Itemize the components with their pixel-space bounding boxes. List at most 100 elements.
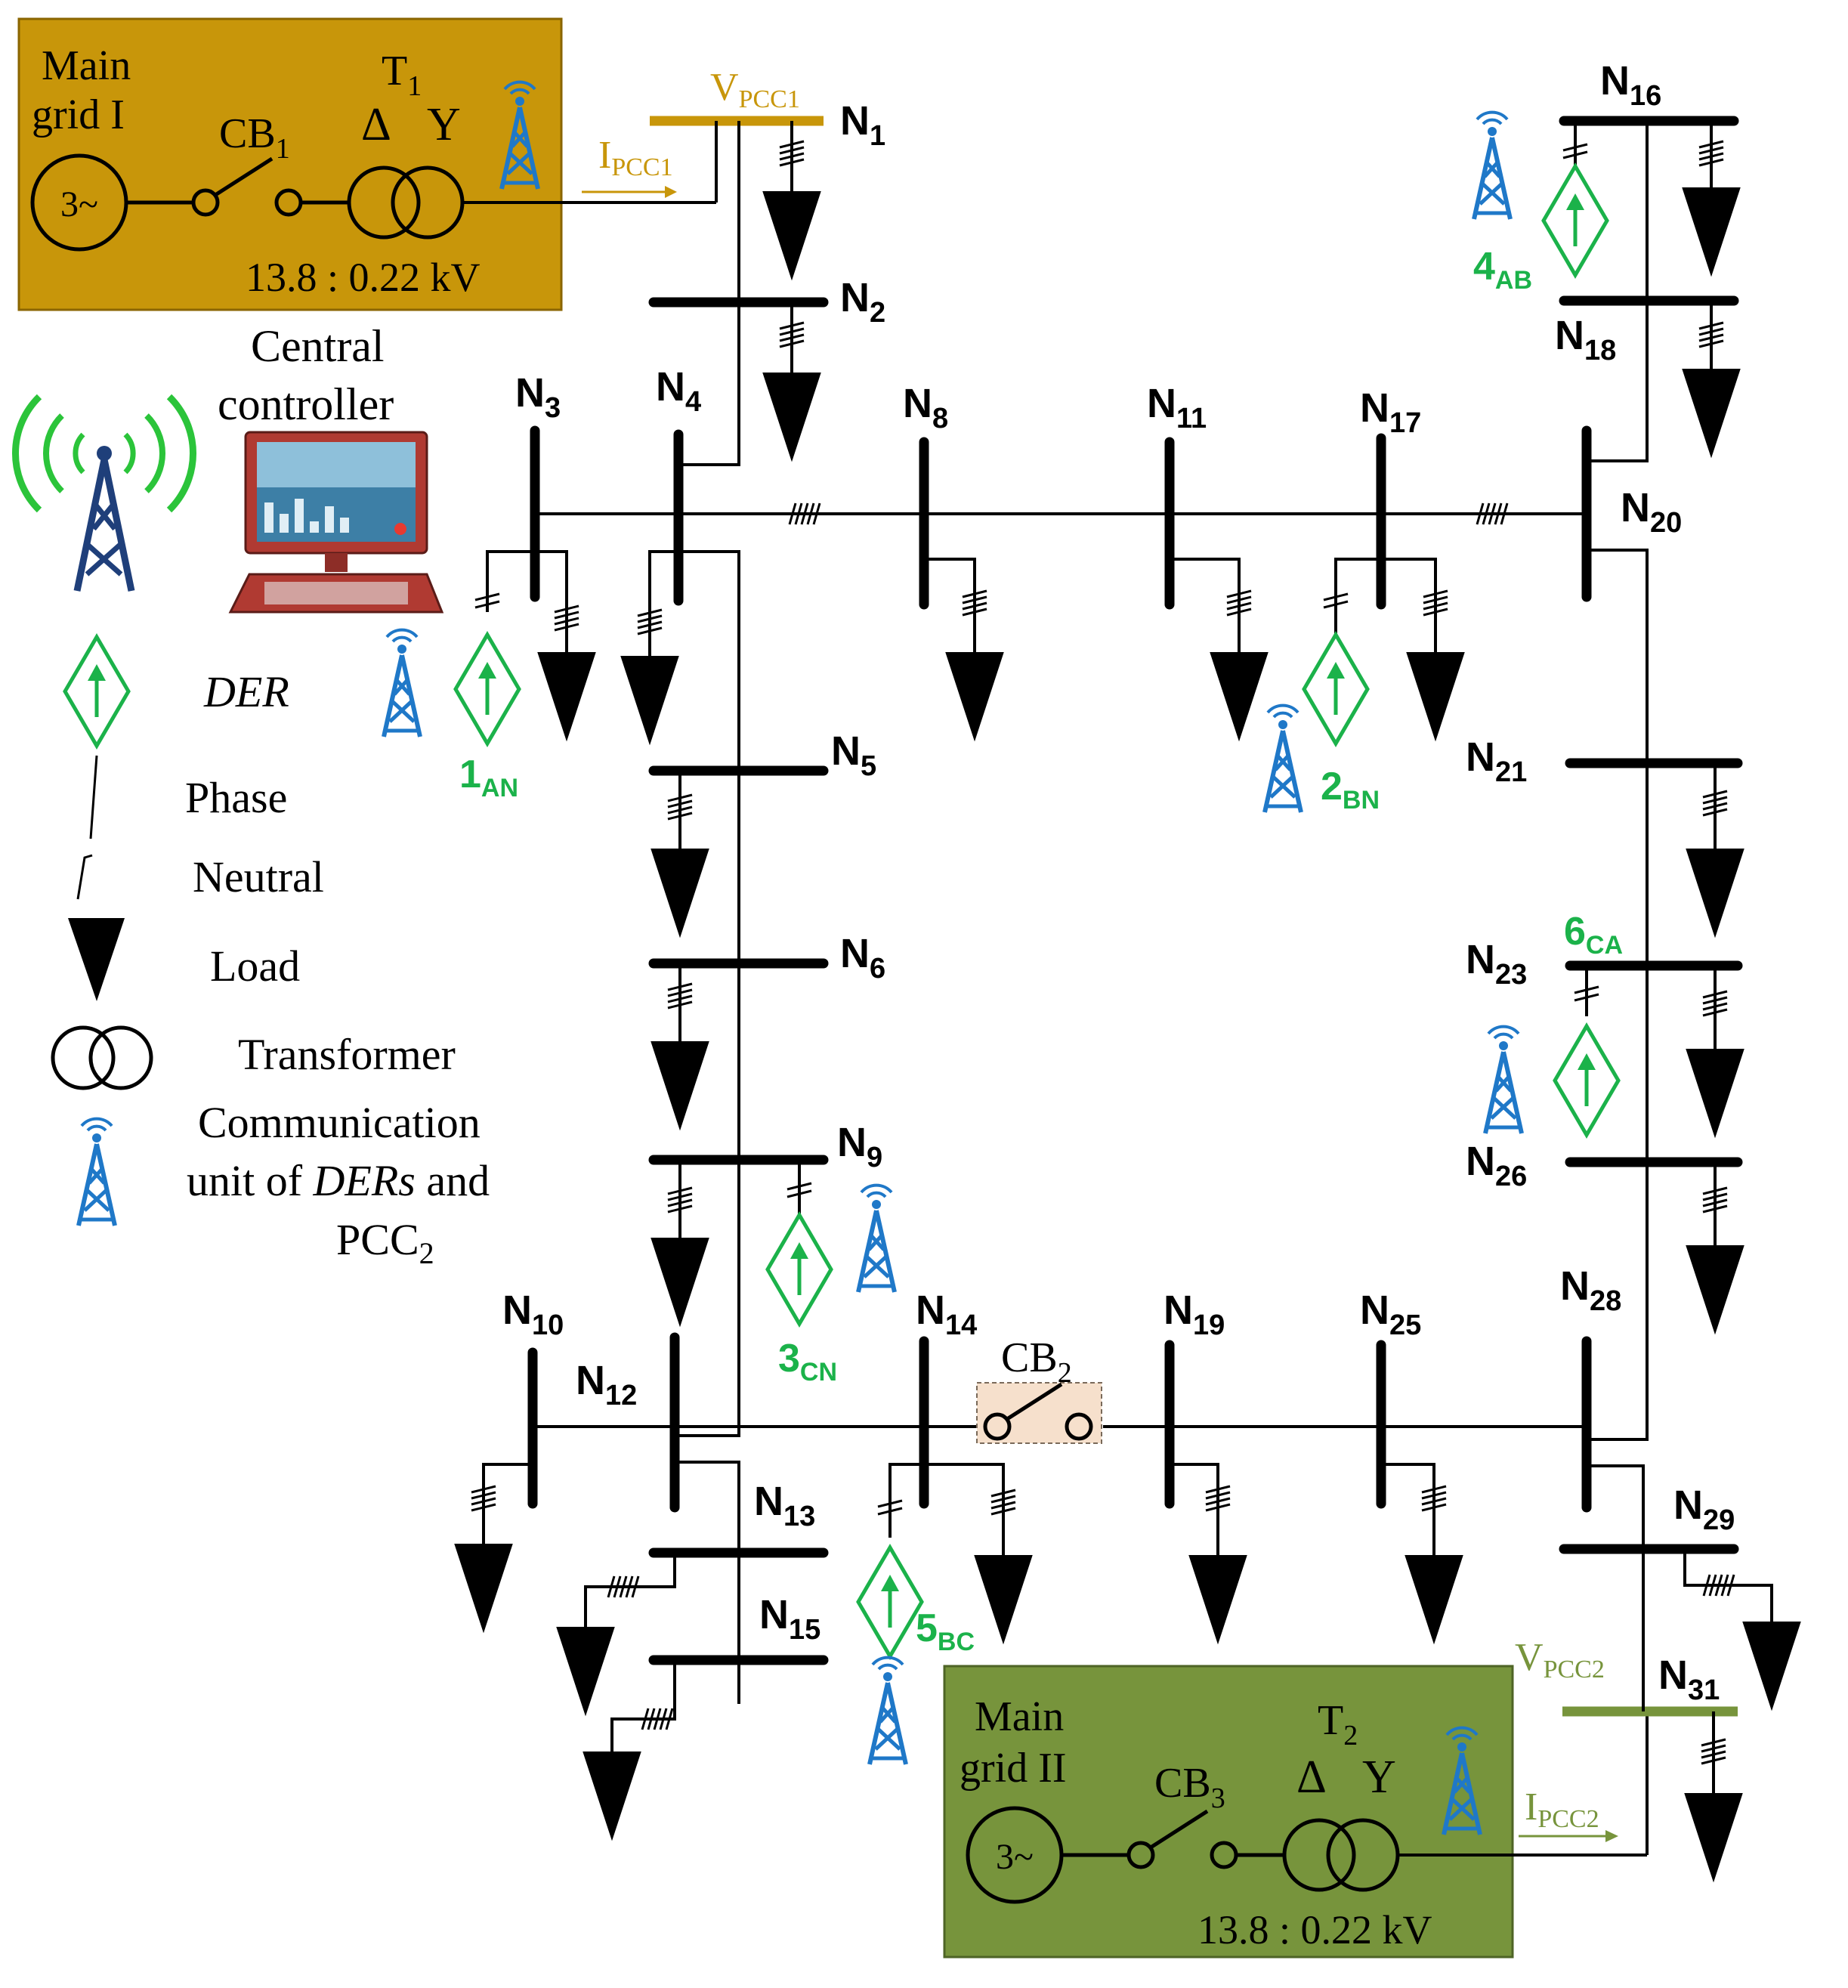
loads <box>455 121 1800 1879</box>
node-label-n20: N20 <box>1621 485 1682 539</box>
node-label-n5: N5 <box>831 728 876 782</box>
node-label-n25: N25 <box>1360 1288 1421 1341</box>
der-1-icon <box>456 635 519 744</box>
der-1: 1AN <box>384 630 519 802</box>
load-n2-icon <box>763 373 820 459</box>
central-controller-computer-icon <box>228 431 444 614</box>
node-label-n8: N8 <box>903 381 948 434</box>
der-5-comm-tower-icon <box>870 1658 906 1764</box>
node-labels: N1 N2 N3 N4 N5 N6 N8 N9 N10 N11 N12 N13 … <box>502 58 1735 1706</box>
main-grid-2-title-line2: grid II <box>960 1745 1067 1792</box>
vpcc1-label: VPCC1 <box>710 66 800 113</box>
legend-load-icon <box>68 918 125 1001</box>
legend: DER Phase Neutral Load Transformer Commu… <box>51 637 490 1270</box>
load-n14-icon <box>975 1555 1032 1641</box>
load-n8-icon <box>946 652 1003 738</box>
load-n19-icon <box>1189 1555 1247 1641</box>
network-lines <box>535 121 1649 1711</box>
load-n13-icon <box>557 1627 614 1713</box>
cb3-switch-icon <box>1149 1809 1209 1850</box>
der-4-icon <box>1544 166 1607 275</box>
node-label-n14: N14 <box>916 1288 977 1341</box>
der-5-icon <box>858 1547 922 1656</box>
legend-comm-label-line3: PCC2 <box>336 1215 434 1270</box>
der-4-comm-tower-icon <box>1474 113 1510 219</box>
node-label-n10: N10 <box>502 1288 564 1341</box>
cb2-contact-left <box>983 1412 1012 1441</box>
der-2: 2BN <box>1265 635 1380 815</box>
transformer-2-label: T2 <box>1318 1697 1358 1751</box>
load-n11-icon <box>1210 652 1268 738</box>
load-n1-icon <box>763 191 820 277</box>
legend-neutral-label: Neutral <box>193 852 324 901</box>
der-3-comm-tower-icon <box>858 1186 895 1292</box>
node-label-n9: N9 <box>837 1120 882 1173</box>
cb2-breaker[interactable]: CB2 <box>976 1334 1102 1444</box>
node-label-n1: N1 <box>840 98 885 152</box>
legend-comm-label-line1: Communication <box>198 1098 481 1147</box>
load-n21-icon <box>1686 849 1744 935</box>
der-1-label: 1AN <box>459 753 518 802</box>
der-4-label: 4AB <box>1473 245 1532 295</box>
node-label-n31: N31 <box>1658 1653 1720 1706</box>
load-n3-icon <box>538 652 595 738</box>
node-label-n16: N16 <box>1600 58 1661 112</box>
node-label-n19: N19 <box>1163 1288 1225 1341</box>
node-label-n11: N11 <box>1147 381 1207 434</box>
load-n5-icon <box>651 849 709 935</box>
load-n18-icon <box>1683 369 1740 455</box>
node-label-n6: N6 <box>840 931 885 985</box>
cb2-contact-right <box>1065 1412 1093 1441</box>
main-grid-1: Main grid I 3~ CB1 T1 Δ Y 13.8 : 0.22 kV <box>17 17 716 311</box>
cb1-switch-icon <box>214 156 273 197</box>
der-6-icon <box>1555 1026 1618 1135</box>
node-label-n21: N21 <box>1466 734 1527 788</box>
central-controller-tower-icon <box>11 394 197 592</box>
ipcc1-label: IPCC1 <box>598 134 673 181</box>
vpcc2-label: VPCC2 <box>1515 1636 1605 1683</box>
main-grid-1-rating: 13.8 : 0.22 kV <box>246 255 481 300</box>
der-6-comm-tower-icon <box>1485 1027 1522 1133</box>
der-3: 3CN <box>768 1186 895 1387</box>
der-5: 5BC <box>858 1547 975 1764</box>
load-n16-icon <box>1683 187 1740 274</box>
node-label-n3: N3 <box>515 370 561 424</box>
node-label-n2: N2 <box>840 275 885 329</box>
cb2-switch-icon <box>1006 1382 1063 1421</box>
legend-der-label: DER <box>203 667 289 716</box>
load-n29-icon <box>1743 1622 1800 1708</box>
main-grid-1-title-line1: Main <box>42 42 131 89</box>
transformer-1-wye: Y <box>427 99 461 150</box>
cb2-label: CB2 <box>1001 1334 1072 1389</box>
generator-2-label: 3~ <box>996 1837 1034 1877</box>
main-grid-2: Main grid II 3~ CB3 T2 Δ Y 13.8 : 0.22 k… <box>943 1665 1514 1959</box>
cb1-label: CB1 <box>219 110 290 165</box>
der-3-icon <box>768 1215 831 1324</box>
der-2-icon <box>1304 635 1367 744</box>
generator-1-label: 3~ <box>60 184 98 224</box>
der-4: 4AB <box>1473 113 1607 295</box>
der-6: 6CA <box>1485 910 1623 1135</box>
legend-comm-label-line2: unit of DERs and <box>187 1156 490 1205</box>
legend-neutral-icon <box>76 854 93 900</box>
node-label-n13: N13 <box>754 1479 815 1532</box>
node-label-n17: N17 <box>1360 385 1421 439</box>
cb3-label: CB3 <box>1154 1760 1225 1814</box>
node-label-n28: N28 <box>1560 1263 1621 1317</box>
legend-phase-icon <box>89 755 98 839</box>
node-label-n23: N23 <box>1466 937 1527 991</box>
load-n17-icon <box>1407 652 1464 738</box>
central-controller-label-line1: Central <box>251 321 385 371</box>
der-1-comm-tower-icon <box>384 630 420 737</box>
main-grid-2-box <box>943 1665 1514 1959</box>
cb1-contact-left <box>191 188 220 217</box>
load-n15-icon <box>583 1751 641 1838</box>
node-label-n15: N15 <box>759 1592 820 1646</box>
transformer-2-delta: Δ <box>1296 1751 1327 1803</box>
load-n10-icon <box>455 1544 512 1630</box>
legend-load-label: Load <box>210 941 300 991</box>
load-n6-icon <box>651 1041 709 1127</box>
transformer-1-delta: Δ <box>361 99 391 150</box>
load-n25-icon <box>1405 1555 1463 1641</box>
